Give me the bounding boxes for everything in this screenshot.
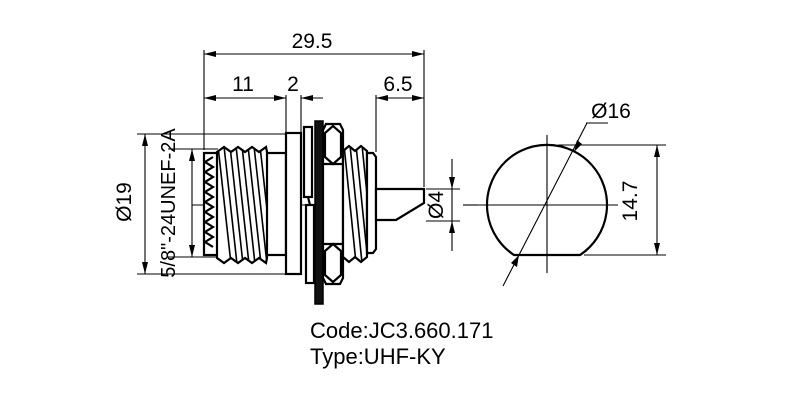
dim-thread-spec: 5/8"-24UNEF-2A — [158, 128, 218, 278]
front-view: Ø16 14.7 — [477, 100, 666, 287]
dim-flange-thickness-label: 2 — [287, 73, 299, 96]
dim-flange-thickness: 2 — [287, 73, 323, 132]
dim-front-length-label: 11 — [232, 73, 254, 96]
notes-block: Code:JC3.660.171 Type:UHF-KY — [310, 318, 493, 369]
external-thread-hatch — [217, 147, 267, 263]
dim-flat-height-label: 14.7 — [619, 181, 642, 222]
front-circle-with-flat — [485, 143, 609, 257]
mounting-flange — [284, 131, 303, 276]
side-view: 29.5 11 2 6.5 Ø19 — [113, 30, 478, 305]
dim-front-diameter: Ø16 — [502, 100, 631, 287]
solder-lug — [314, 120, 324, 305]
type-label: Type:UHF-KY — [310, 344, 446, 369]
dim-overall-length: 29.5 — [203, 30, 425, 187]
rear-step — [365, 151, 378, 255]
dim-front-diameter-label: Ø16 — [591, 100, 631, 123]
thread-spec-label: 5/8"-24UNEF-2A — [158, 128, 180, 278]
dim-flange-diameter: Ø19 — [113, 133, 287, 275]
code-label: Code:JC3.660.171 — [310, 318, 493, 343]
hex-nut — [321, 122, 345, 286]
dim-pin-diameter-label: Ø4 — [425, 191, 448, 219]
dim-flat-height: 14.7 — [558, 144, 666, 256]
dim-front-length: 11 — [204, 73, 287, 132]
dim-pin-length: 6.5 — [375, 73, 424, 152]
dim-flange-diameter-label: Ø19 — [113, 182, 136, 222]
dim-overall-length-label: 29.5 — [292, 30, 333, 53]
solder-pin — [374, 187, 426, 222]
lock-washer — [302, 125, 316, 285]
dim-pin-diameter: Ø4 — [425, 159, 460, 251]
internal-thread-profile — [202, 156, 216, 248]
dim-pin-length-label: 6.5 — [383, 73, 412, 96]
